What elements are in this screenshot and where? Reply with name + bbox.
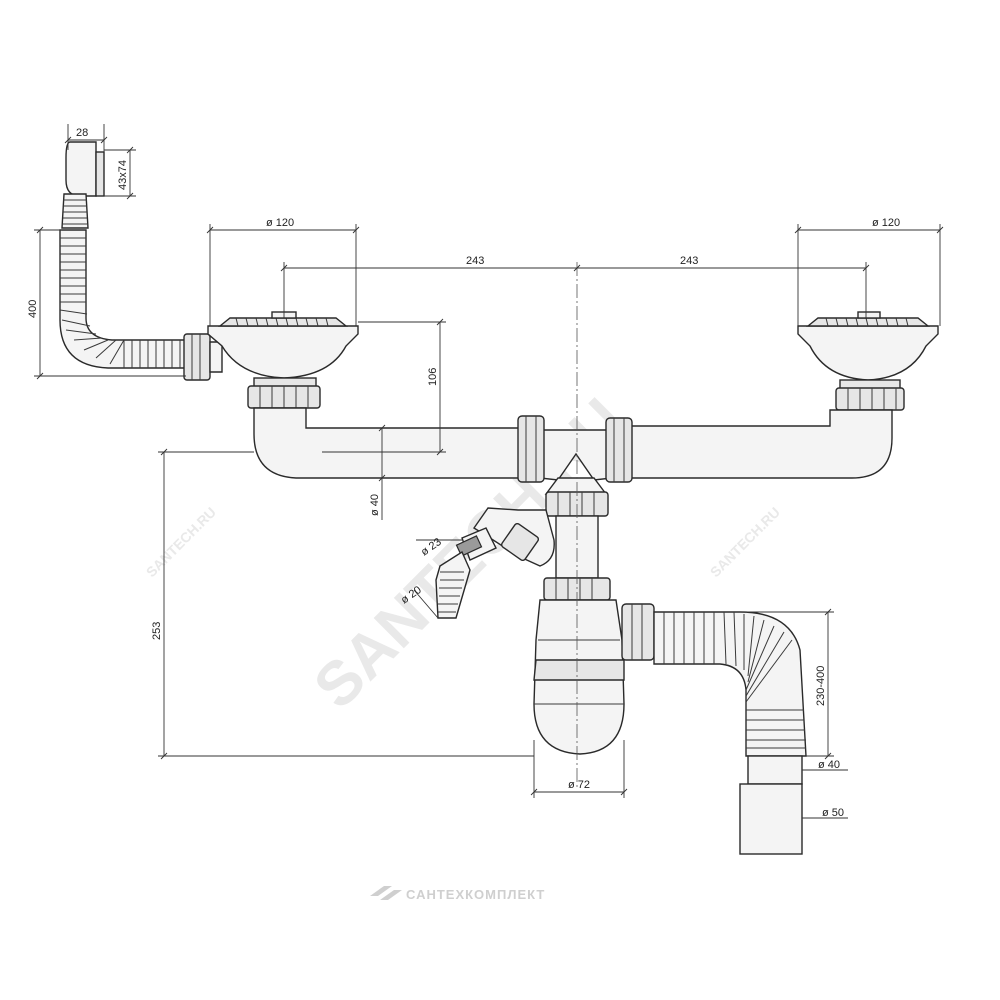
overflow-assembly bbox=[59, 141, 223, 381]
dim-spacing-left: 243 bbox=[466, 255, 484, 267]
dim-overflow-size: 43x74 bbox=[117, 160, 129, 190]
dim-pipe: ø 40 bbox=[369, 494, 381, 516]
dimension-lines bbox=[34, 124, 941, 819]
dimension-ticks bbox=[36, 136, 944, 796]
dim-outlet-outer: ø 50 bbox=[822, 807, 844, 819]
dim-overflow-hose: 400 bbox=[27, 300, 39, 318]
dim-trap: ø 72 bbox=[568, 779, 590, 791]
dim-left-strainer: ø 120 bbox=[266, 217, 294, 229]
dim-overflow-width: 28 bbox=[76, 127, 88, 139]
brand-logo: САНТЕХКОМПЛЕКТ bbox=[370, 886, 545, 902]
dim-depth: 106 bbox=[427, 368, 439, 386]
dim-flex-hose: 230-400 bbox=[815, 666, 827, 706]
watermark-small-right: SANTECH.RU bbox=[707, 504, 783, 580]
dim-outlet-inner: ø 40 bbox=[818, 759, 840, 771]
outlet-hose bbox=[653, 611, 807, 855]
overflow-hose-ribs bbox=[63, 199, 87, 225]
dim-height: 253 bbox=[151, 622, 163, 640]
brand-mark-icon bbox=[370, 886, 402, 900]
dim-right-strainer: ø 120 bbox=[872, 217, 900, 229]
brand-name: САНТЕХКОМПЛЕКТ bbox=[406, 887, 545, 902]
left-strainer bbox=[207, 311, 359, 409]
dim-spacing-right: 243 bbox=[680, 255, 698, 267]
connecting-pipe bbox=[253, 407, 893, 495]
right-strainer bbox=[797, 311, 939, 411]
bottle-trap bbox=[533, 491, 655, 755]
watermark-small-left: SANTECH.RU bbox=[143, 504, 219, 580]
appliance-inlet bbox=[435, 507, 555, 619]
